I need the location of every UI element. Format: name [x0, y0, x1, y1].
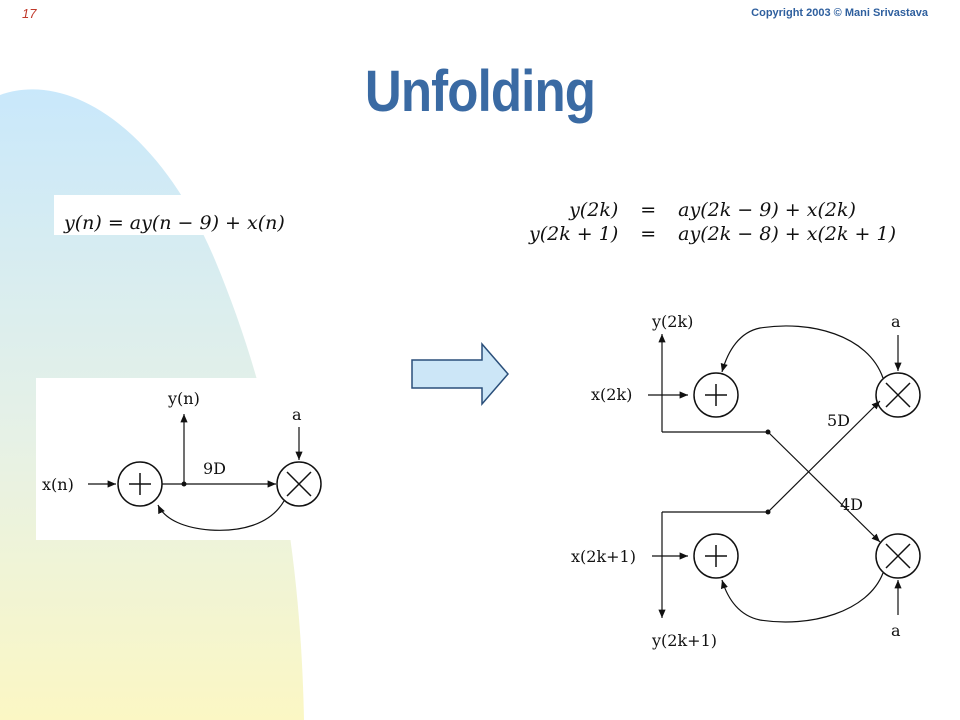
copyright-text: Copyright 2003 © Mani Srivastava: [751, 7, 928, 19]
equation-row: y(2k) = ay(2k − 9) + x(2k): [525, 198, 900, 222]
left-diagram-panel: [36, 378, 336, 540]
label-input: x(n): [42, 475, 74, 494]
label-coeff-bottom: a: [891, 621, 901, 640]
right-equations-panel: [520, 192, 910, 262]
equation-row: y(2k + 1) = ay(2k − 8) + x(2k + 1): [525, 222, 900, 246]
adder-icon: [693, 372, 739, 418]
equation-op: =: [640, 199, 657, 221]
equation-lhs: y(2k): [569, 199, 619, 221]
equation-rhs: ay(2k − 9) + x(2k): [678, 199, 856, 221]
label-in-bottom: x(2k+1): [571, 547, 636, 566]
equation-rhs: ay(2k − 8) + x(2k + 1): [678, 223, 896, 245]
left-equation-panel: [54, 195, 304, 235]
right-arrow-icon: [411, 342, 509, 407]
equation-op: =: [640, 223, 657, 245]
label-out-top: y(2k): [651, 312, 693, 331]
multiplier-icon: [875, 533, 921, 579]
label-delay-bottom: 4D: [840, 495, 863, 514]
label-coeff: a: [292, 405, 302, 424]
equation-lhs: y(2k + 1): [529, 223, 619, 245]
label-delay-top: 5D: [827, 411, 850, 430]
page-title: Unfolding: [364, 59, 596, 124]
label-output: y(n): [167, 389, 200, 408]
left-equation: y(n) = ay(n − 9) + x(n): [64, 212, 285, 234]
right-equations: y(2k) = ay(2k − 9) + x(2k) y(2k + 1) = a…: [525, 198, 900, 246]
multiplier-icon: [875, 372, 921, 418]
adder-icon: [117, 461, 163, 507]
label-out-bottom: y(2k+1): [651, 631, 717, 650]
adder-icon: [693, 533, 739, 579]
slide-number: 17: [22, 6, 37, 21]
label-coeff-top: a: [891, 312, 901, 331]
label-delay: 9D: [203, 459, 226, 478]
label-in-top: x(2k): [591, 385, 632, 404]
multiplier-icon: [276, 461, 322, 507]
